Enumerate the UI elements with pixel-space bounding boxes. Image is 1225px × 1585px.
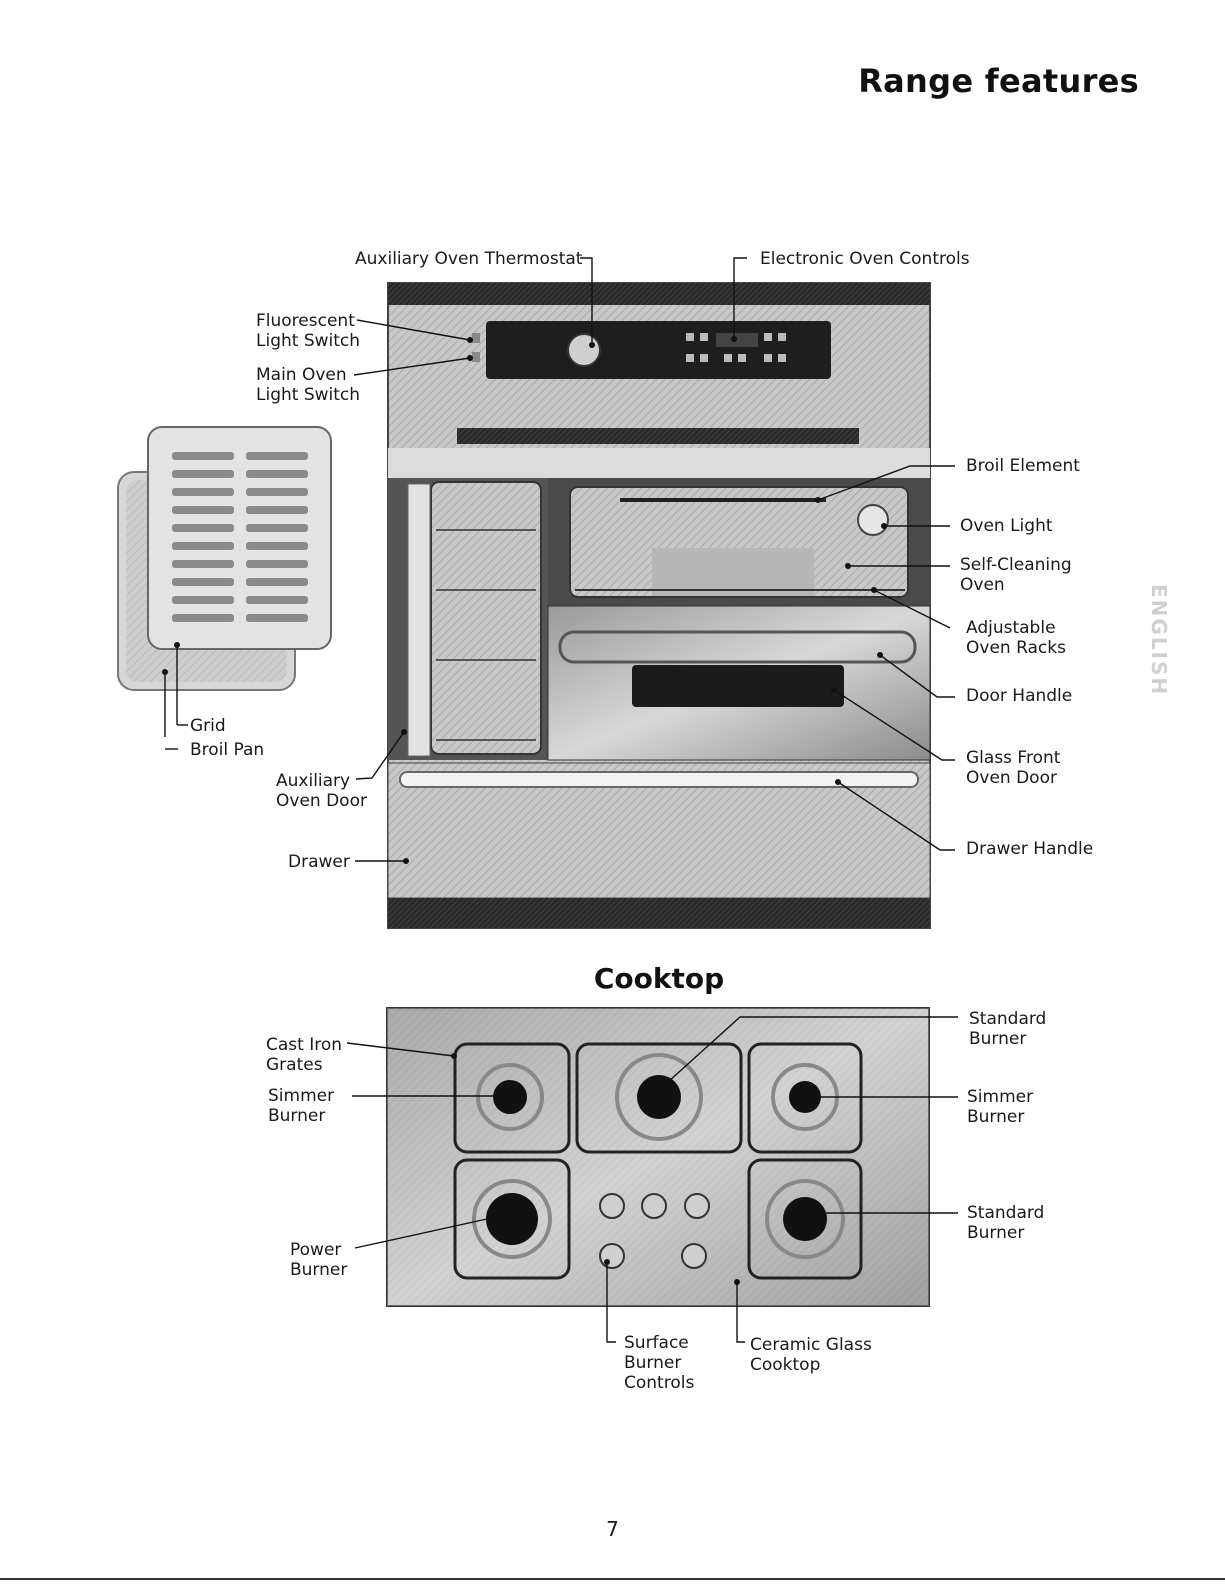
label-grid: Grid bbox=[190, 716, 226, 736]
page-title: Range features bbox=[858, 62, 1139, 100]
range-body bbox=[387, 282, 931, 929]
aux-thermostat-knob bbox=[567, 333, 601, 367]
burners bbox=[472, 1053, 845, 1259]
control-panel bbox=[486, 321, 831, 379]
display bbox=[716, 333, 758, 347]
label-drawer-handle: Drawer Handle bbox=[966, 839, 1094, 859]
cast-iron-grates bbox=[453, 1042, 863, 1280]
oven-window bbox=[632, 665, 844, 707]
label-aux-thermostat: Auxiliary Oven Thermostat bbox=[355, 249, 583, 269]
label-door-handle: Door Handle bbox=[966, 686, 1073, 706]
page-number: 7 bbox=[606, 1517, 619, 1541]
cooktop-title: Cooktop bbox=[593, 962, 725, 995]
label-drawer: Drawer bbox=[288, 852, 350, 872]
drawer-handle bbox=[399, 771, 919, 788]
cooktop bbox=[386, 1007, 930, 1307]
language-tab: ENGLISH bbox=[1147, 583, 1171, 697]
main-oven-light-switch bbox=[472, 352, 480, 362]
broil-grid bbox=[147, 426, 332, 650]
label-broil-pan: Broil Pan bbox=[190, 740, 265, 760]
fluorescent-switch bbox=[472, 333, 480, 343]
label-oven-light: Oven Light bbox=[960, 516, 1053, 536]
label-electronic-controls: Electronic Oven Controls bbox=[760, 249, 970, 269]
range-callouts bbox=[164, 257, 955, 862]
oven-light bbox=[857, 504, 889, 536]
label-broil-element: Broil Element bbox=[966, 456, 1080, 476]
bottom-rule bbox=[0, 1578, 1225, 1580]
door-handle bbox=[558, 630, 917, 664]
cooktop-callouts bbox=[346, 1016, 958, 1343]
